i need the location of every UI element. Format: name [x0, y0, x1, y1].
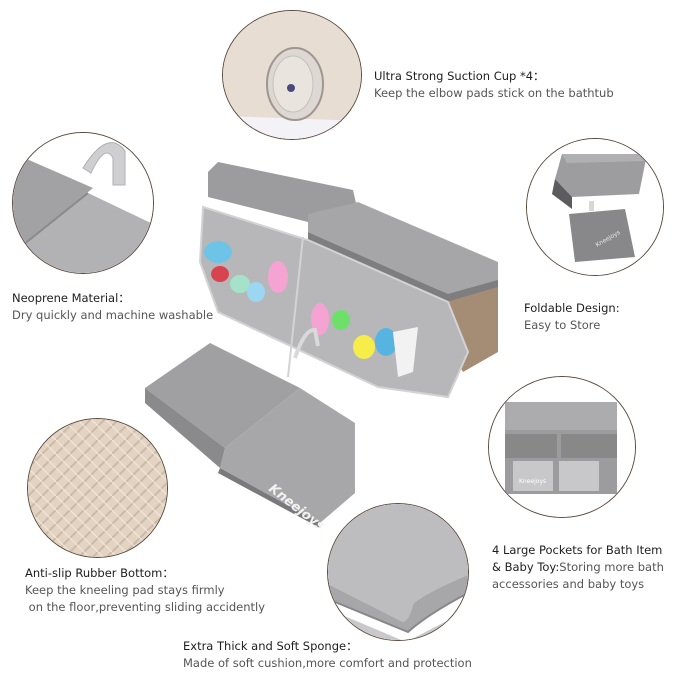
feature-antislip: Anti-slip Rubber Bottom： Keep the kneeli…	[25, 565, 265, 616]
feature-title-line2-bold: & Baby Toy:	[492, 560, 560, 574]
sponge-circle	[327, 503, 469, 641]
feature-sponge: Extra Thick and Soft Sponge： Made of sof…	[183, 638, 472, 672]
feature-desc-line1: Keep the kneeling pad stays firmly	[25, 583, 225, 597]
feature-desc-line2: on the floor,preventing sliding accident…	[25, 600, 266, 614]
feature-title: Anti-slip Rubber Bottom：	[25, 566, 174, 580]
pockets-circle: Kneejoys	[488, 376, 636, 518]
pockets-icon: Kneejoys	[489, 377, 635, 517]
kneeling-pad-product: Kneejoys	[145, 327, 355, 528]
feature-title-line2-rest: Storing more bath	[559, 560, 664, 574]
neoprene-fabric-icon	[13, 133, 153, 273]
foldable-circle: Kneejoys	[526, 138, 664, 276]
suction-cup-icon	[223, 11, 361, 139]
feature-title: Ultra Strong Suction Cup *4：	[374, 69, 545, 83]
neoprene-circle	[12, 132, 154, 274]
feature-title-line2: & Baby Toy:Storing more bath	[492, 559, 664, 576]
feature-title: Foldable Design:	[524, 301, 620, 315]
feature-desc: Made of soft cushion,more comfort and pr…	[183, 656, 472, 670]
feature-foldable: Foldable Design: Easy to Store	[524, 300, 620, 334]
elbow-rest-product	[198, 162, 498, 399]
feature-title: Neoprene Material：	[12, 291, 130, 305]
feature-desc: Easy to Store	[524, 318, 601, 332]
feature-suction: Ultra Strong Suction Cup *4： Keep the el…	[374, 68, 614, 102]
feature-title-line1: 4 Large Pockets for Bath Item	[492, 543, 663, 557]
rubber-circle	[27, 418, 168, 558]
sponge-edge-icon	[328, 504, 468, 640]
feature-desc: Dry quickly and machine washable	[12, 308, 214, 322]
brand-small-pocket: Kneejoys	[519, 478, 546, 485]
feature-desc: Keep the elbow pads stick on the bathtub	[374, 86, 614, 100]
feature-title: Extra Thick and Soft Sponge：	[183, 639, 358, 653]
feature-neoprene: Neoprene Material： Dry quickly and machi…	[12, 290, 213, 324]
feature-desc: accessories and baby toys	[492, 577, 645, 591]
rubber-texture-icon	[28, 419, 167, 557]
suction-cup-circle	[222, 10, 362, 140]
feature-pockets: 4 Large Pockets for Bath Item & Baby Toy…	[492, 542, 664, 593]
folded-pad-icon: Kneejoys	[527, 139, 663, 275]
